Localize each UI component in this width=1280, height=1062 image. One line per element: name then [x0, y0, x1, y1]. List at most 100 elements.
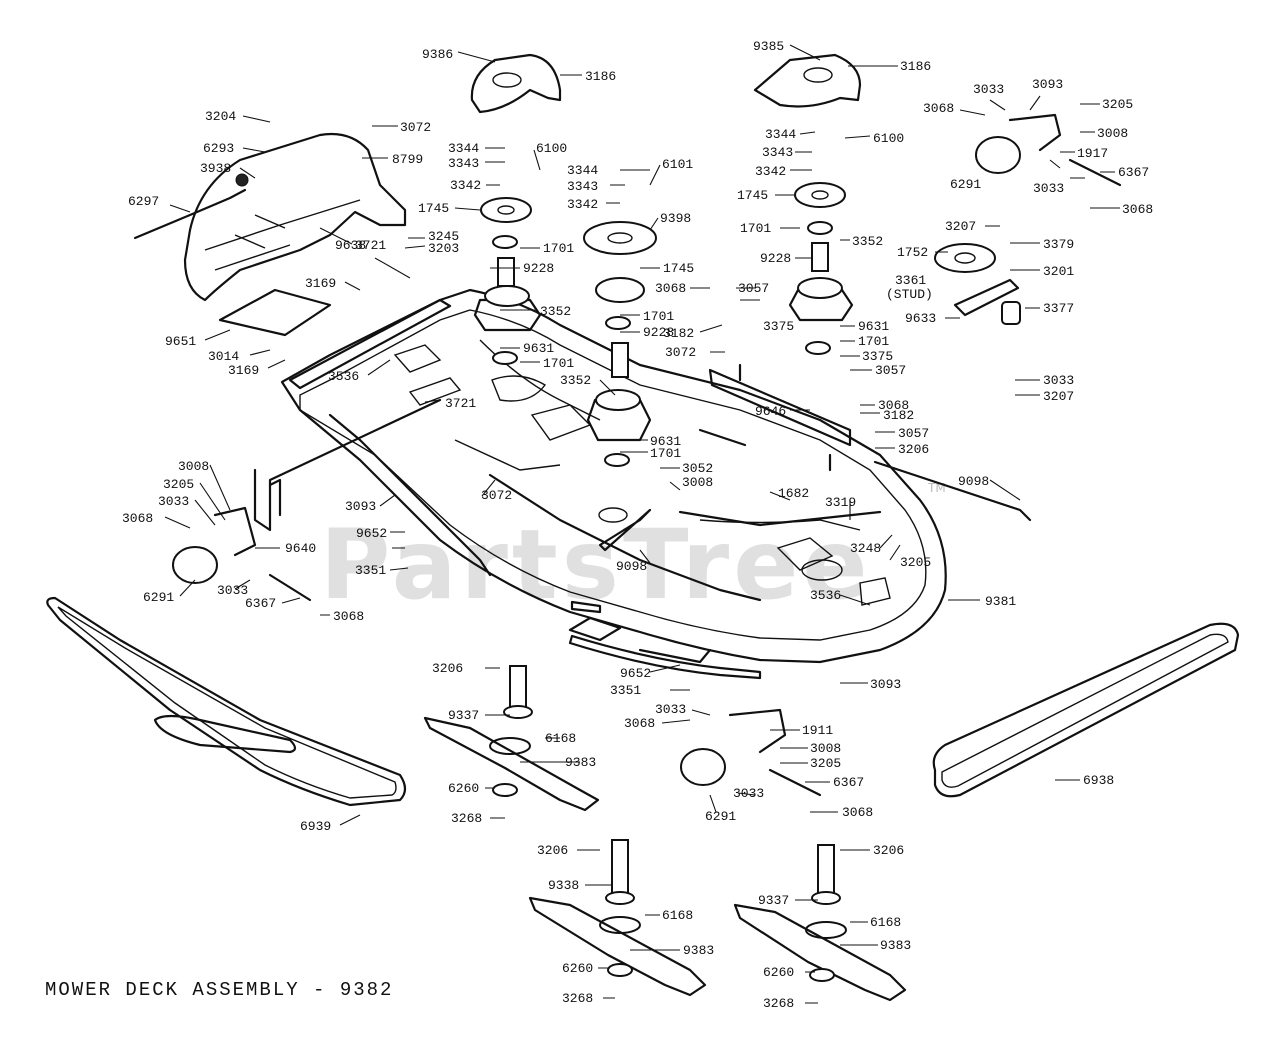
- callout-3536: 3536: [810, 588, 841, 603]
- callout-3033: 3033: [1033, 181, 1064, 196]
- callout-9383: 9383: [880, 938, 911, 953]
- callout-1701: 1701: [858, 334, 889, 349]
- callout-3268: 3268: [451, 811, 482, 826]
- callout-3342: 3342: [567, 197, 598, 212]
- callout-9098: 9098: [616, 559, 647, 574]
- callout-9631: 9631: [650, 434, 681, 449]
- pulley-cover-9385: [753, 53, 862, 108]
- callout-3093: 3093: [870, 677, 901, 692]
- callout-1917: 1917: [1077, 146, 1108, 161]
- callout-9381: 9381: [985, 594, 1016, 609]
- callout-1745: 1745: [737, 188, 768, 203]
- callout-3033: 3033: [217, 583, 248, 598]
- callout-3068: 3068: [1122, 202, 1153, 217]
- callout-3352: 3352: [540, 304, 571, 319]
- callout-3033: 3033: [733, 786, 764, 801]
- callout-9652: 9652: [356, 526, 387, 541]
- callout-3068: 3068: [655, 281, 686, 296]
- callout-3342: 3342: [755, 164, 786, 179]
- callout-3207: 3207: [945, 219, 976, 234]
- callout-8799: 8799: [392, 152, 423, 167]
- blade-assembly-front: [423, 665, 600, 812]
- callout-1911: 1911: [802, 723, 833, 738]
- callout-1701: 1701: [650, 446, 681, 461]
- spindle-assembly-right: [788, 182, 854, 355]
- callout-6367: 6367: [833, 775, 864, 790]
- callout-3245: 3245: [428, 229, 459, 244]
- callout-3319: 3319: [825, 495, 856, 510]
- callout-leader-lines: [164, 44, 1120, 1004]
- callout-3014: 3014: [208, 349, 239, 364]
- callout-3351: 3351: [610, 683, 641, 698]
- callout-3375: 3375: [763, 319, 794, 334]
- spindle-assembly-left: [473, 197, 542, 365]
- callout-3008: 3008: [682, 475, 713, 490]
- callout-3057: 3057: [898, 426, 929, 441]
- blade-assembly-bottom-right: [733, 844, 907, 1002]
- diagram-caption: MOWER DECK ASSEMBLY - 9382: [45, 979, 393, 1001]
- callout-3068: 3068: [842, 805, 873, 820]
- callout-3377: 3377: [1043, 301, 1074, 316]
- callout-1745: 1745: [663, 261, 694, 276]
- callout-6100: 6100: [873, 131, 904, 146]
- callout-9386: 9386: [422, 47, 453, 62]
- callout-3057: 3057: [738, 281, 769, 296]
- callout-3205: 3205: [900, 555, 931, 570]
- callout-1701: 1701: [740, 221, 771, 236]
- callout-9398: 9398: [660, 211, 691, 226]
- callout-6100: 6100: [536, 141, 567, 156]
- callout-9337: 9337: [758, 893, 789, 908]
- callout-3721: 3721: [445, 396, 476, 411]
- callout-3008: 3008: [810, 741, 841, 756]
- callout-1745: 1745: [418, 201, 449, 216]
- callout-3033: 3033: [655, 702, 686, 717]
- callout-9640: 9640: [285, 541, 316, 556]
- mower-deck-shell: [280, 288, 947, 680]
- callout-3068: 3068: [333, 609, 364, 624]
- callout-3343: 3343: [762, 145, 793, 160]
- callout-3268: 3268: [562, 991, 593, 1006]
- callout-3352: 3352: [852, 234, 883, 249]
- spindle-assembly-center: [583, 221, 657, 467]
- callout-6291: 6291: [143, 590, 174, 605]
- anti-scalp-wheel-left: [172, 506, 312, 602]
- idler-pulley-1752: [934, 243, 1021, 325]
- callout-1701: 1701: [543, 356, 574, 371]
- callout-3206: 3206: [873, 843, 904, 858]
- callout-3205: 3205: [163, 477, 194, 492]
- callout-9631: 9631: [523, 341, 554, 356]
- callout-3186: 3186: [900, 59, 931, 74]
- linkage-rods: [568, 460, 1032, 664]
- anti-scalp-wheel-right-rear: [975, 113, 1122, 187]
- callout-3721: 3721: [355, 238, 386, 253]
- callout-9646: 9646: [755, 404, 786, 419]
- callout-1701: 1701: [643, 309, 674, 324]
- callout-6293: 6293: [203, 141, 234, 156]
- callout-3344: 3344: [448, 141, 479, 156]
- callout-1682: 1682: [778, 486, 809, 501]
- callout-9228: 9228: [760, 251, 791, 266]
- callout-3342: 3342: [450, 178, 481, 193]
- callout-3206: 3206: [432, 661, 463, 676]
- callout-3205: 3205: [810, 756, 841, 771]
- callout-9383: 9383: [683, 943, 714, 958]
- callout-6260: 6260: [448, 781, 479, 796]
- callout-3068: 3068: [122, 511, 153, 526]
- callout-1752: 1752: [897, 245, 928, 260]
- callout-3203: 3203: [428, 241, 459, 256]
- drive-belt-6938: [932, 622, 1240, 798]
- callout-9633: 9633: [905, 311, 936, 326]
- callout-9228: 9228: [643, 325, 674, 340]
- callout-9385: 9385: [753, 39, 784, 54]
- callout-1701: 1701: [543, 241, 574, 256]
- callout-3182: 3182: [883, 408, 914, 423]
- callout-6291: 6291: [705, 809, 736, 824]
- callout-9338: 9338: [548, 878, 579, 893]
- callout-3207: 3207: [1043, 389, 1074, 404]
- callout-6168: 6168: [870, 915, 901, 930]
- callout-3033: 3033: [973, 82, 1004, 97]
- anti-scalp-wheel-front: [680, 708, 822, 797]
- callout-3093: 3093: [1032, 77, 1063, 92]
- callout-9651: 9651: [165, 334, 196, 349]
- callout-3206: 3206: [537, 843, 568, 858]
